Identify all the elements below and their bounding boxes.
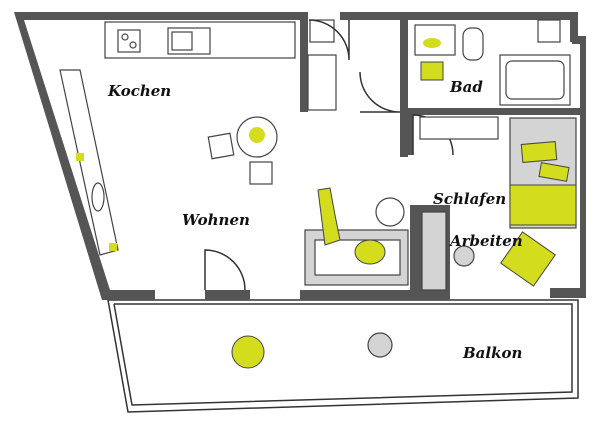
room-label-balcony: Balkon [462,344,522,362]
kitchen-counter [59,21,296,256]
room-label-kitchen: Kochen [107,82,171,100]
room-label-living: Wohnen [182,211,250,229]
room-label-sleeping: Schlafen [433,190,506,208]
dining-table [207,116,278,185]
sofa [304,187,409,286]
wardrobe [307,54,337,111]
room-label-working: Arbeiten [448,232,523,250]
balcony-furniture [231,332,393,369]
room-label-bath: Bad [449,78,483,96]
bed [419,116,577,291]
shaft [309,19,335,43]
bathroom-fixtures [414,19,571,106]
